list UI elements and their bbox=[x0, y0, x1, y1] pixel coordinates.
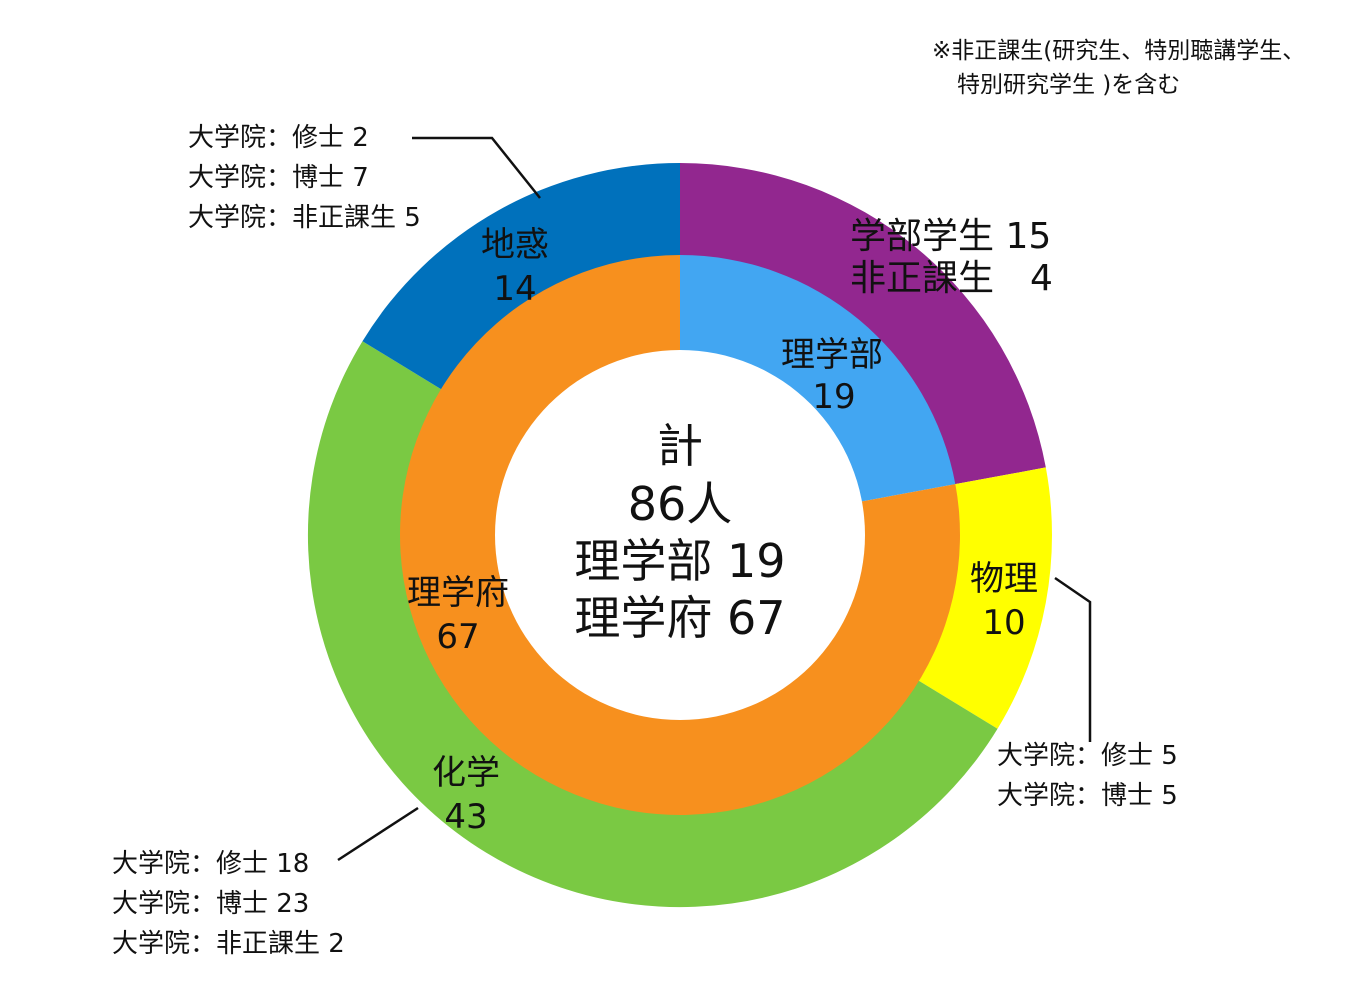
outer-label-chemistry: 化学 bbox=[432, 753, 500, 793]
undergrad-detail-2: 非正課生 4 bbox=[850, 258, 1053, 299]
inner-label-grad: 理学府 bbox=[407, 573, 509, 613]
inner-slice-0 bbox=[680, 255, 956, 502]
outer-value-earth: 14 bbox=[493, 269, 536, 309]
center-undergrad: 理学部 19 bbox=[574, 534, 785, 588]
outer-slice-1 bbox=[914, 467, 1052, 729]
center-hole bbox=[495, 350, 865, 720]
chemistry-detail-2: 大学院：博士 23 bbox=[112, 889, 309, 919]
center-total-label: 計 bbox=[657, 419, 703, 473]
chemistry-detail-1: 大学院：修士 18 bbox=[112, 849, 309, 879]
footnote-line-1: ※非正課生(研究生、特別聴講学生、 bbox=[932, 38, 1305, 64]
earth-detail-1: 大学院：修士 2 bbox=[188, 123, 369, 153]
earth-detail-3: 大学院：非正課生 5 bbox=[188, 203, 421, 233]
chemistry-leader-line bbox=[337, 806, 419, 862]
inner-ring bbox=[400, 255, 961, 816]
earth-detail-2: 大学院：博士 7 bbox=[188, 163, 369, 193]
physics-detail-2: 大学院：博士 5 bbox=[997, 781, 1178, 811]
outer-slice-2 bbox=[307, 341, 998, 908]
outer-value-physics: 10 bbox=[982, 603, 1025, 643]
physics-detail-1: 大学院：修士 5 bbox=[997, 741, 1178, 771]
outer-label-physics: 物理 bbox=[970, 559, 1038, 599]
inner-slice-1 bbox=[400, 255, 961, 816]
undergrad-detail-1: 学部学生 15 bbox=[850, 216, 1051, 257]
outer-slice-3 bbox=[362, 163, 680, 392]
inner-label-undergrad: 理学部 bbox=[781, 335, 883, 375]
footnote-line-2: 特別研究学生 )を含む bbox=[957, 72, 1180, 98]
inner-value-undergrad: 19 bbox=[812, 377, 855, 417]
outer-label-earth: 地惑 bbox=[481, 225, 549, 265]
physics-leader-line bbox=[1054, 576, 1092, 742]
center-total-value: 86人 bbox=[628, 477, 733, 531]
earth-leader-line bbox=[412, 136, 541, 199]
center-grad: 理学府 67 bbox=[574, 591, 785, 645]
outer-value-chemistry: 43 bbox=[444, 797, 487, 837]
chemistry-detail-3: 大学院：非正課生 2 bbox=[112, 929, 345, 959]
inner-value-grad: 67 bbox=[436, 617, 479, 657]
